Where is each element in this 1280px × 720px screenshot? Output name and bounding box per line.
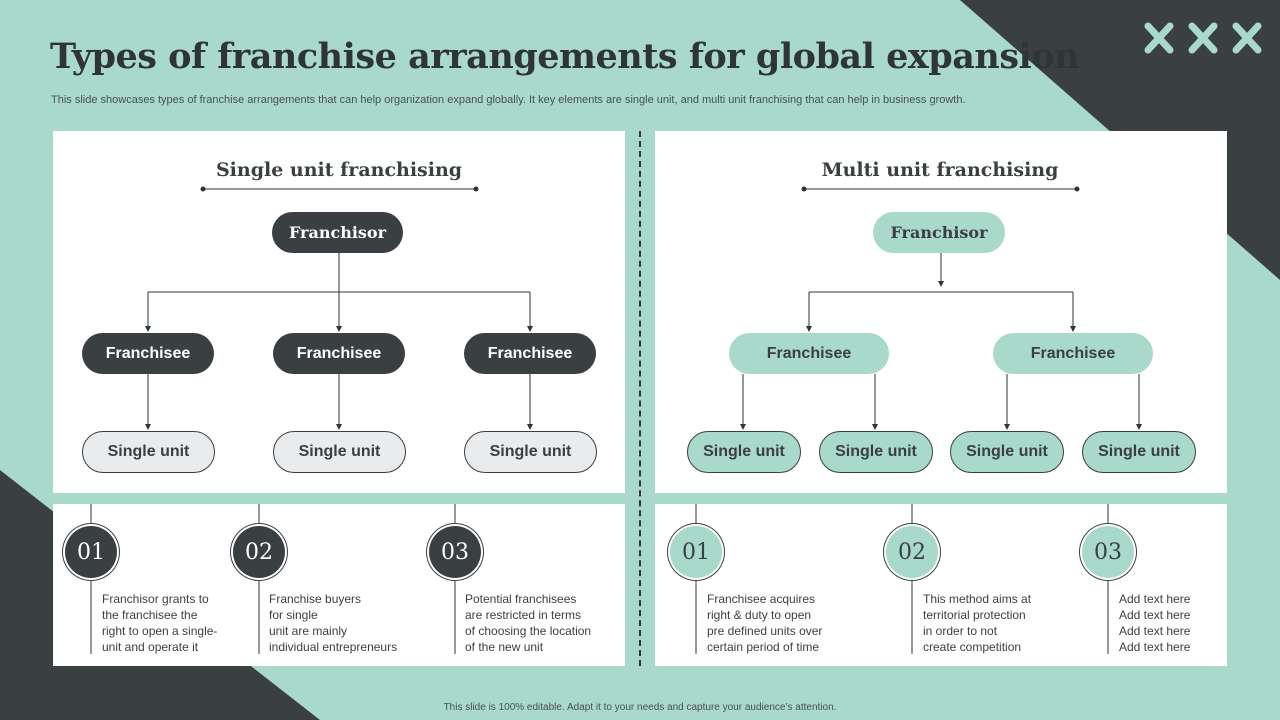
single-unit-node: Single unit — [273, 431, 406, 473]
multi-note-text: This method aims at territorial protecti… — [923, 592, 1032, 654]
multi-unit-heading: Multi unit franchising — [821, 159, 1059, 181]
page-subtitle: This slide showcases types of franchise … — [51, 94, 966, 106]
single-note-text: Franchise buyers for single unit are mai… — [269, 592, 398, 654]
multi-note-number: 02 — [886, 526, 938, 578]
multi-single-unit-node: Single unit — [950, 431, 1064, 473]
single-franchisee-node: Franchisee — [82, 333, 214, 374]
multi-franchisor-node: Franchisor — [873, 212, 1005, 253]
top-right-dark-band — [1060, 80, 1280, 280]
multi-note-number: 03 — [1082, 526, 1134, 578]
multi-note-text: Add text here Add text here Add text her… — [1119, 592, 1191, 654]
multi-franchisee-node: Franchisee — [993, 333, 1153, 374]
single-franchisee-node: Franchisee — [273, 333, 405, 374]
dashed-divider — [639, 131, 641, 666]
single-note-number: 01 — [65, 526, 117, 578]
page-title: Types of franchise arrangements for glob… — [50, 36, 1080, 77]
single-note-text: Franchisor grants to the franchisee the … — [102, 592, 218, 654]
single-note-text: Potential franchisees are restricted in … — [465, 592, 592, 654]
single-franchisee-node: Franchisee — [464, 333, 596, 374]
three-x-marks-icon — [1144, 22, 1262, 54]
single-unit-node: Single unit — [464, 431, 597, 473]
multi-unit-notes-panel — [655, 504, 1227, 666]
single-unit-notes-panel — [53, 504, 625, 666]
single-unit-heading: Single unit franchising — [215, 159, 463, 181]
multi-single-unit-node: Single unit — [1082, 431, 1196, 473]
footer-note: This slide is 100% editable. Adapt it to… — [443, 702, 837, 713]
multi-note-number: 01 — [670, 526, 722, 578]
single-franchisor-node: Franchisor — [272, 212, 403, 253]
multi-single-unit-node: Single unit — [687, 431, 801, 473]
multi-franchisee-node: Franchisee — [729, 333, 889, 374]
single-note-number: 03 — [429, 526, 481, 578]
single-note-number: 02 — [233, 526, 285, 578]
single-unit-node: Single unit — [82, 431, 215, 473]
multi-single-unit-node: Single unit — [819, 431, 933, 473]
multi-note-text: Franchisee acquires right & duty to open… — [707, 592, 823, 654]
